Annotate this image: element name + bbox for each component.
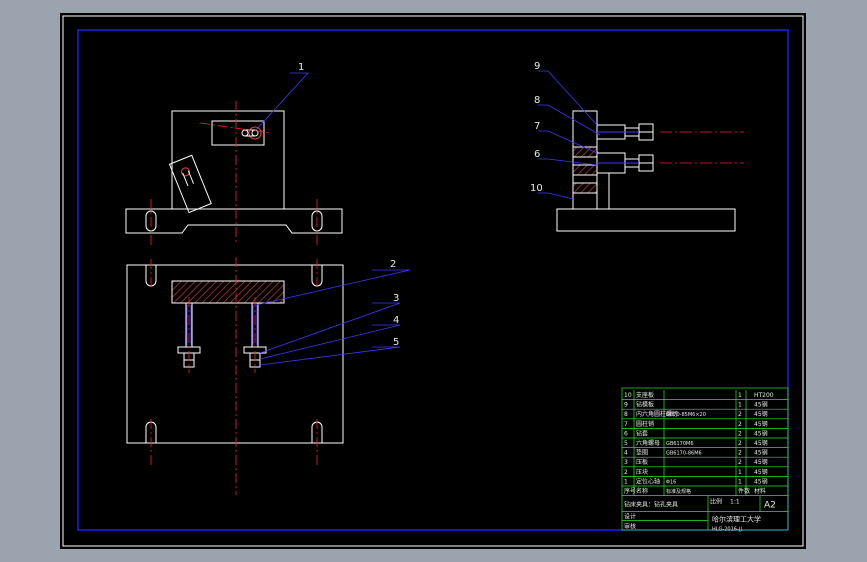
parts-row-qty: 1 xyxy=(738,469,742,476)
parts-row-material: HT200 xyxy=(754,392,774,399)
front-view xyxy=(125,110,343,234)
parts-row-name: 压板 xyxy=(636,458,648,466)
parts-row-name: 六角螺母 xyxy=(636,439,660,447)
parts-row-qty: 2 xyxy=(738,411,742,418)
parts-row-no: 5 xyxy=(624,440,628,447)
balloon-5: 5 xyxy=(393,337,399,348)
outer-border xyxy=(62,15,804,547)
checker-label: 审核 xyxy=(624,523,636,531)
parts-row-material: 45钢 xyxy=(754,429,768,437)
parts-row-name: 支座板 xyxy=(636,391,654,399)
parts-row-name: 定位心轴 xyxy=(636,477,660,485)
parts-row-qty: 2 xyxy=(738,450,742,457)
parts-row-no: 8 xyxy=(624,411,628,418)
parts-row-no: 6 xyxy=(624,430,628,437)
balloon-2: 2 xyxy=(390,259,396,270)
side-center-lines xyxy=(660,131,744,164)
parts-row-no: 2 xyxy=(624,469,628,476)
balloon-1: 1 xyxy=(298,62,304,73)
parts-row-qty: 件数 xyxy=(738,487,750,495)
plan-center-lines xyxy=(150,257,318,495)
base-plate xyxy=(125,208,343,234)
parts-row-material: 材料 xyxy=(754,487,766,495)
parts-row-code: GB6170-86M6 xyxy=(666,451,702,457)
parts-row-no: 1 xyxy=(624,478,628,485)
balloon-labels: 1 2 3 4 5 9 8 7 6 10 xyxy=(298,61,543,348)
parts-row-name: 名称 xyxy=(636,487,648,495)
parts-row-no: 10 xyxy=(624,392,632,399)
parts-row-qty: 1 xyxy=(738,392,742,399)
parts-row-name: 垫圈 xyxy=(636,449,648,457)
parts-row-material: 45钢 xyxy=(754,449,768,457)
parts-row-material: 45钢 xyxy=(754,458,768,466)
parts-row-code: GB70-85M6×20 xyxy=(666,412,706,418)
parts-row-qty: 2 xyxy=(738,459,742,466)
tilted-workpiece xyxy=(168,154,212,214)
parts-row-no: 4 xyxy=(624,450,628,457)
balloon-8: 8 xyxy=(534,95,540,106)
scale-label: 比例 xyxy=(710,498,722,506)
parts-row-name: 压块 xyxy=(636,468,648,476)
parts-row-no: 序号 xyxy=(624,487,636,495)
side-base xyxy=(556,208,736,232)
parts-row-material: 45钢 xyxy=(754,477,768,485)
inner-frame xyxy=(77,29,789,531)
parts-row-code: Φ16 xyxy=(666,479,676,485)
parts-row-name: 钻套 xyxy=(636,429,648,437)
parts-row-name: 内六角圆柱螺钉 xyxy=(636,410,678,418)
balloon-3: 3 xyxy=(393,293,399,304)
parts-row-material: 45钢 xyxy=(754,439,768,447)
front-center-lines xyxy=(150,101,318,245)
parts-list-table xyxy=(621,387,789,531)
plan-view xyxy=(126,264,344,444)
parts-row-code: 标准及规格 xyxy=(666,488,691,495)
designer-label: 设计 xyxy=(624,513,636,521)
school-name: 哈尔滨理工大学 xyxy=(712,515,761,524)
parts-row-no: 7 xyxy=(624,421,628,428)
parts-row-name: 钻模板 xyxy=(636,401,654,409)
drawing-number: HLG-2016-JJ xyxy=(712,527,742,533)
pressing-block xyxy=(171,280,285,304)
sheet-size: A2 xyxy=(764,501,776,511)
balloon-6: 6 xyxy=(534,149,540,160)
parts-row-material: 45钢 xyxy=(754,401,768,409)
balloon-4: 4 xyxy=(393,315,399,326)
parts-row-qty: 2 xyxy=(738,440,742,447)
parts-row-qty: 1 xyxy=(738,402,742,409)
scale-value: 1:1 xyxy=(730,499,740,506)
parts-row-material: 45钢 xyxy=(754,468,768,476)
side-view xyxy=(556,110,736,232)
parts-row-no: 9 xyxy=(624,402,628,409)
balloon-7: 7 xyxy=(534,121,540,132)
balloon-9: 9 xyxy=(534,61,540,72)
balloon-leaders xyxy=(254,70,601,366)
parts-row-name: 圆柱销 xyxy=(636,420,654,428)
parts-row-material: 45钢 xyxy=(754,420,768,428)
drawing-sheet: 1 2 3 4 5 9 8 7 6 10 10支座板1HT2009钻模板145钢… xyxy=(60,13,806,549)
parts-row-qty: 2 xyxy=(738,421,742,428)
slot-window xyxy=(211,120,265,146)
parts-row-qty: 1 xyxy=(738,478,742,485)
balloon-10: 10 xyxy=(530,183,543,194)
parts-row-material: 45钢 xyxy=(754,410,768,418)
parts-row-no: 3 xyxy=(624,459,628,466)
locating-pin xyxy=(248,126,262,140)
parts-row-code: GB6170M6 xyxy=(666,441,694,447)
drawing-title: 钻床夹具：钻孔夹具 xyxy=(624,501,678,509)
parts-row-qty: 2 xyxy=(738,430,742,437)
